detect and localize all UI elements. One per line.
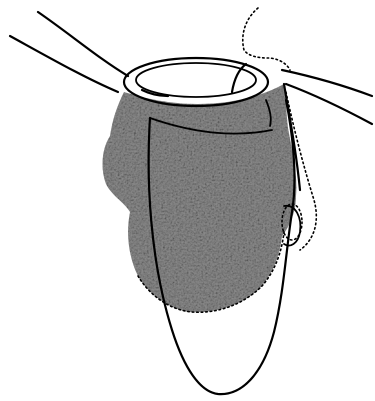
anatomical-illustration (0, 0, 375, 401)
